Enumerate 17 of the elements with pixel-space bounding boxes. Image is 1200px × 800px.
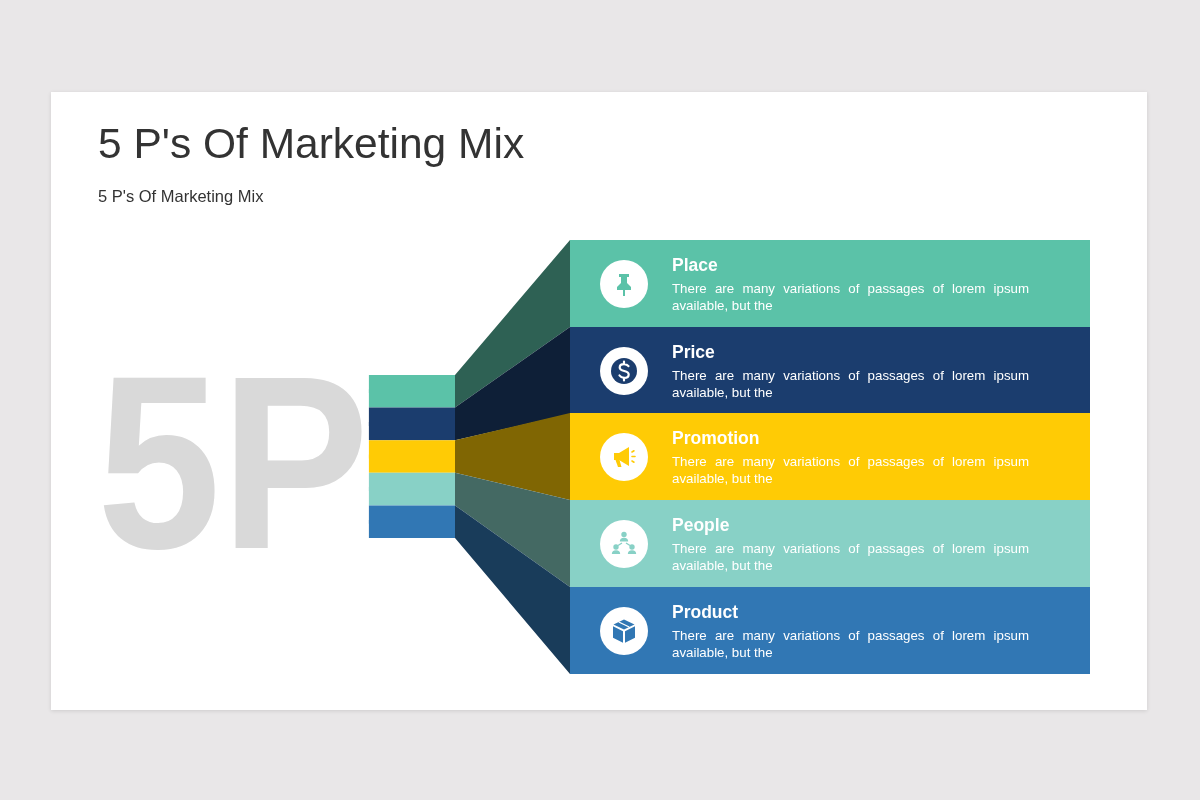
box-title: People (672, 515, 730, 535)
info-box (570, 240, 1090, 327)
box-description: There are many variations of passages of lorem ipsum available, but the (672, 627, 1029, 661)
slide-title: 5 P's Of Marketing Mix (98, 120, 525, 169)
box-title: Place (672, 255, 718, 275)
info-box (570, 327, 1090, 414)
box-description: There are many variations of passages of lorem ipsum available, but the (672, 540, 1029, 574)
box-description: There are many variations of passages of lorem ipsum available, but the (672, 453, 1029, 487)
info-box (570, 500, 1090, 587)
box-description: There are many variations of passages of lorem ipsum available, but the (672, 367, 1029, 401)
box-title: Product (672, 602, 739, 622)
box-title: Promotion (672, 428, 760, 448)
box-title: Price (672, 342, 715, 362)
info-box (570, 413, 1090, 500)
slide-subtitle: 5 P's Of Marketing Mix (98, 187, 264, 207)
box-description: There are many variations of passages of lorem ipsum available, but the (672, 280, 1029, 314)
info-box (570, 587, 1090, 674)
